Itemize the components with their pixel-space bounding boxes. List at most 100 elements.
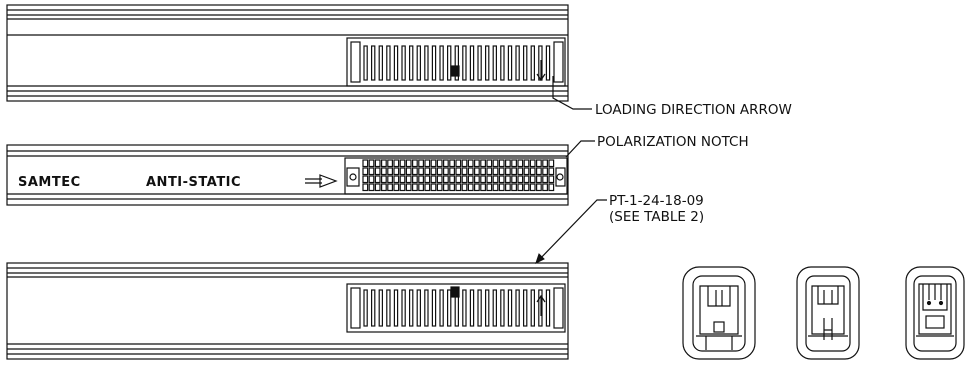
connector-pin [424, 289, 429, 327]
connector-pin [517, 183, 524, 192]
connector-pin [530, 289, 536, 327]
anti-static-arrow-icon [305, 174, 338, 188]
connector-pin [368, 183, 375, 192]
connector-pin [412, 183, 418, 192]
connector-pin [467, 159, 474, 168]
connector-pin [449, 183, 455, 192]
connector-pin [363, 45, 368, 81]
connector-pin [505, 175, 511, 184]
leader-line-loading [552, 76, 592, 110]
connector-pin [368, 159, 375, 168]
tube-top-view [6, 144, 569, 206]
connector-pin [387, 167, 393, 176]
connector-pin [405, 167, 412, 176]
connector-pin [511, 167, 517, 176]
connector-pin [517, 175, 524, 184]
leader-line-part-number [535, 199, 607, 264]
connector-pin [461, 167, 468, 176]
connector-pin [529, 167, 536, 176]
connector-pin [461, 159, 468, 168]
connector-pin [399, 175, 406, 184]
connector-pin [374, 167, 381, 176]
loading-direction-arrow-icon [536, 294, 546, 316]
tube-side-view-bottom [6, 262, 569, 360]
connector-pin [447, 289, 452, 327]
connector-pin [386, 289, 391, 327]
connector-pin [430, 159, 437, 168]
connector-pin [393, 183, 400, 192]
connector-pin [498, 175, 505, 184]
connector-pin [542, 159, 548, 168]
connector-pin [474, 159, 480, 168]
connector-pin [542, 175, 548, 184]
connector-pin [486, 175, 493, 184]
connector-pin [511, 159, 517, 168]
tube-brand-marking: SAMTEC [18, 175, 81, 190]
callout-part-number: PT-1-24-18-09 [609, 193, 704, 209]
connector-pin [535, 183, 542, 192]
connector-pin [393, 159, 400, 168]
connector-pin [507, 289, 513, 327]
connector-pin [477, 45, 482, 81]
connector-pin [548, 183, 555, 192]
connector-pin [480, 159, 486, 168]
connector-pin [492, 167, 499, 176]
connector-pin [418, 175, 424, 184]
tube-outline [6, 262, 569, 360]
connector-pin [542, 167, 548, 176]
connector-pin [443, 183, 449, 192]
connector-pin [486, 167, 493, 176]
callout-loading-direction: LOADING DIRECTION ARROW [595, 102, 792, 118]
connector-pin [523, 159, 530, 168]
connector-pin [387, 159, 393, 168]
connector-pin [412, 159, 418, 168]
connector-pin [409, 289, 414, 327]
polarization-key [450, 286, 460, 298]
connector-pin [507, 45, 513, 81]
connector-pin [381, 183, 387, 192]
connector-pin [362, 167, 369, 176]
connector-pin [492, 183, 499, 192]
connector-pin [461, 183, 468, 192]
connector-pin [439, 45, 444, 81]
connector-pins [363, 289, 551, 327]
connector-pin [462, 289, 467, 327]
connector-pin [474, 167, 480, 176]
connector-pin [469, 45, 475, 81]
connector-pin [474, 175, 480, 184]
connector-pin [529, 159, 536, 168]
connector-pin [424, 167, 431, 176]
connector-pin [505, 159, 511, 168]
connector-pin [548, 159, 555, 168]
connector-pin [477, 289, 482, 327]
connector-pin [436, 175, 443, 184]
connector-pin [374, 183, 381, 192]
connector-pin [486, 159, 493, 168]
connector-pins [363, 45, 551, 81]
connector-pin [492, 159, 499, 168]
connector-pin [412, 167, 418, 176]
tube-end-view-1 [682, 266, 756, 360]
connector-pin [430, 183, 437, 192]
connector-body [344, 157, 568, 195]
connector-pin [381, 167, 387, 176]
connector-pin [424, 45, 429, 81]
connector-pin [505, 183, 511, 192]
connector-pin [522, 45, 528, 81]
connector-pin [399, 167, 406, 176]
connector-pin [399, 159, 406, 168]
connector-pin [480, 175, 486, 184]
connector-pin [362, 175, 369, 184]
tube-outline [6, 144, 569, 206]
connector-pin [386, 45, 391, 81]
tube-end-view-3 [905, 266, 965, 360]
leader-line-polarization [565, 140, 595, 158]
connector-pin [424, 175, 431, 184]
connector-pin [416, 289, 422, 327]
connector-pin [486, 183, 493, 192]
connector-pin [467, 167, 474, 176]
connector-pin [485, 45, 490, 81]
callout-polarization-notch: POLARIZATION NOTCH [597, 134, 749, 150]
connector-pin [393, 45, 399, 81]
connector-pin [443, 175, 449, 184]
